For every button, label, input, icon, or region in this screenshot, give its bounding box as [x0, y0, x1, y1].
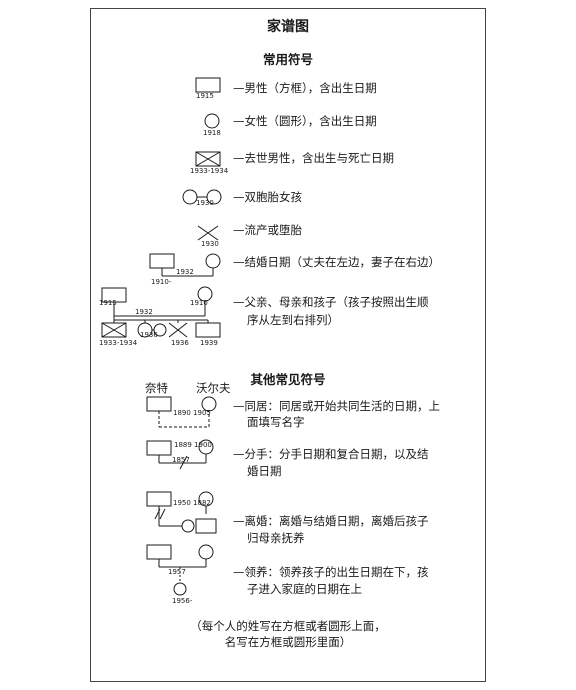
separation-year-top: 1889 1900 — [174, 441, 212, 449]
deceased-male-label: —去世男性，含出生与死亡日期 — [233, 151, 394, 165]
adoption-year: 1957 — [168, 568, 186, 576]
marriage-symbol — [149, 253, 221, 277]
deceased-male-symbol — [195, 151, 221, 167]
marriage-year: 1932 — [176, 268, 194, 276]
female-year: 1918 — [203, 129, 221, 137]
child3-year: 1936 — [171, 339, 189, 347]
miscarriage-label: —流产或堕胎 — [233, 223, 302, 237]
male-label: —男性（方框），含出生日期 — [233, 81, 377, 95]
deceased-male-year: 1933-1934 — [190, 167, 229, 175]
family-label-line2: 序从左到右排列） — [247, 313, 339, 327]
male-square-symbol — [195, 77, 221, 93]
twin-girls-symbol — [182, 189, 222, 205]
child1-year: 1933-1934 — [99, 339, 138, 347]
family-marriage-year: 1932 — [135, 308, 153, 316]
family-symbol — [101, 286, 221, 338]
adopted-child-birth-year: 1956- — [172, 597, 193, 605]
separation-symbol — [146, 439, 214, 470]
cohabitation-label-line1: —同居：同居或开始共同生活的日期，上 — [233, 399, 440, 413]
cohabitation-name-right: 沃尔夫 — [196, 381, 231, 395]
male-year: 1915 — [196, 92, 214, 100]
female-circle-symbol — [204, 113, 220, 129]
marriage-label: —结婚日期（丈夫在左边，妻子在右边） — [233, 255, 440, 269]
adoption-symbol — [146, 544, 214, 596]
twin-girls-year: 1930 — [196, 199, 214, 207]
family-label-line1: —父亲、母亲和孩子（孩子按照出生顺 — [233, 295, 429, 309]
common-section-heading: 常用符号 — [262, 52, 313, 67]
cohabitation-label-line2: 面填写名字 — [247, 415, 305, 429]
twin-girls-label: —双胞胎女孩 — [233, 190, 302, 204]
husband-birth-year: 1910- — [151, 278, 172, 286]
adoption-label-line1: —领养：领养孩子的出生日期在下，孩 — [233, 565, 429, 579]
footnote-line1: （每个人的姓写在方框或者圆形上面， — [190, 619, 386, 633]
chart-frame — [90, 8, 486, 682]
cohabitation-symbol — [146, 396, 217, 428]
female-label: —女性（圆形），含出生日期 — [233, 114, 377, 128]
divorce-year: 1950 1882 — [173, 499, 211, 507]
cohabitation-name-left: 奈特 — [145, 381, 168, 395]
diagram-title: 家谱图 — [267, 19, 309, 35]
divorce-label-line1: —离婚：离婚与结婚日期，离婚后孩子 — [233, 514, 429, 528]
cohabitation-year: 1890 1905 — [173, 409, 211, 417]
adoption-label-line2: 子进入家庭的日期在上 — [247, 582, 362, 596]
separation-year-bottom: 1857 — [172, 456, 190, 464]
other-section-heading: 其他常见符号 — [250, 372, 326, 387]
footnote-line2: 名写在方框或圆形里面） — [224, 635, 352, 649]
separation-label-line1: —分手：分手日期和复合日期，以及结 — [233, 447, 429, 461]
miscarriage-symbol — [197, 225, 219, 241]
mother-year: 1910 — [190, 299, 208, 307]
child2-year: 1936 — [140, 331, 158, 339]
miscarriage-year: 1930 — [201, 240, 219, 248]
father-year: 1915 — [99, 299, 117, 307]
child4-year: 1939 — [200, 339, 218, 347]
separation-label-line2: 婚日期 — [247, 464, 282, 478]
divorce-label-line2: 归母亲抚养 — [247, 531, 305, 545]
divorce-symbol — [146, 491, 217, 534]
